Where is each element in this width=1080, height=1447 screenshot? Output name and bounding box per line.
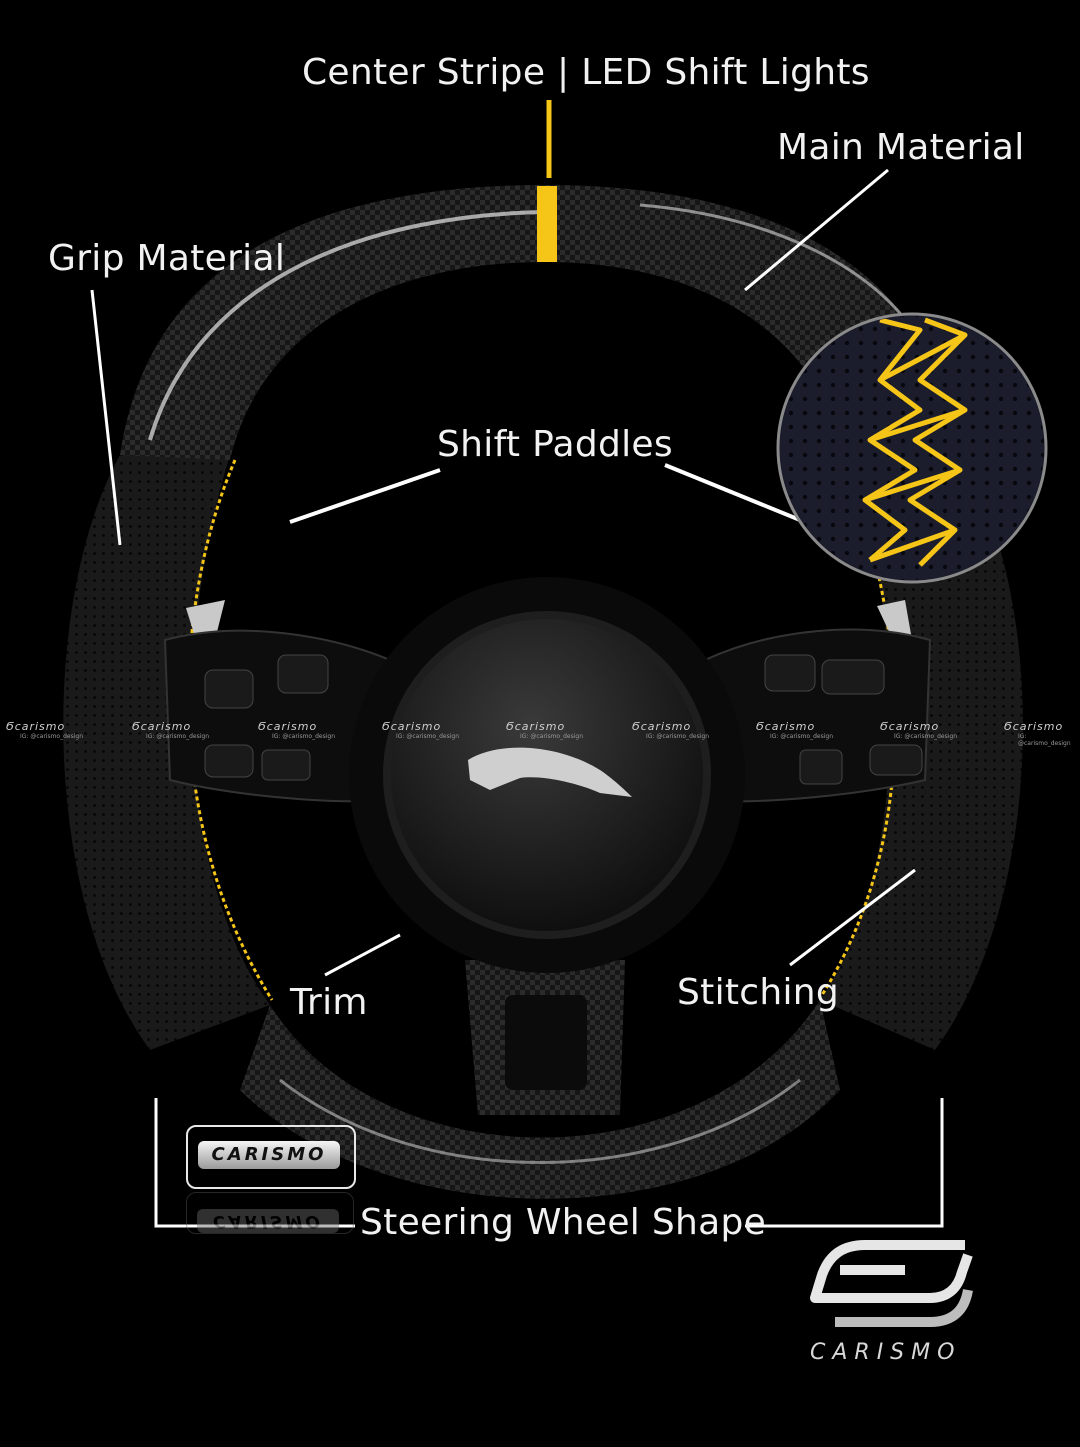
label-grip-material: Grip Material	[48, 238, 286, 279]
label-shift-paddles: Shift Paddles	[437, 424, 673, 465]
label-trim: Trim	[290, 982, 368, 1023]
carismo-logo-wordmark: CARISMO	[810, 1340, 962, 1365]
carismo-badge-reflection: CARISMO	[186, 1192, 354, 1234]
label-wheel-shape: Steering Wheel Shape	[360, 1202, 767, 1243]
label-stitching: Stitching	[677, 972, 840, 1013]
label-main-material: Main Material	[777, 127, 1025, 168]
carismo-badge: CARISMO	[186, 1125, 356, 1189]
label-center-stripe: Center Stripe | LED Shift Lights	[302, 52, 870, 93]
